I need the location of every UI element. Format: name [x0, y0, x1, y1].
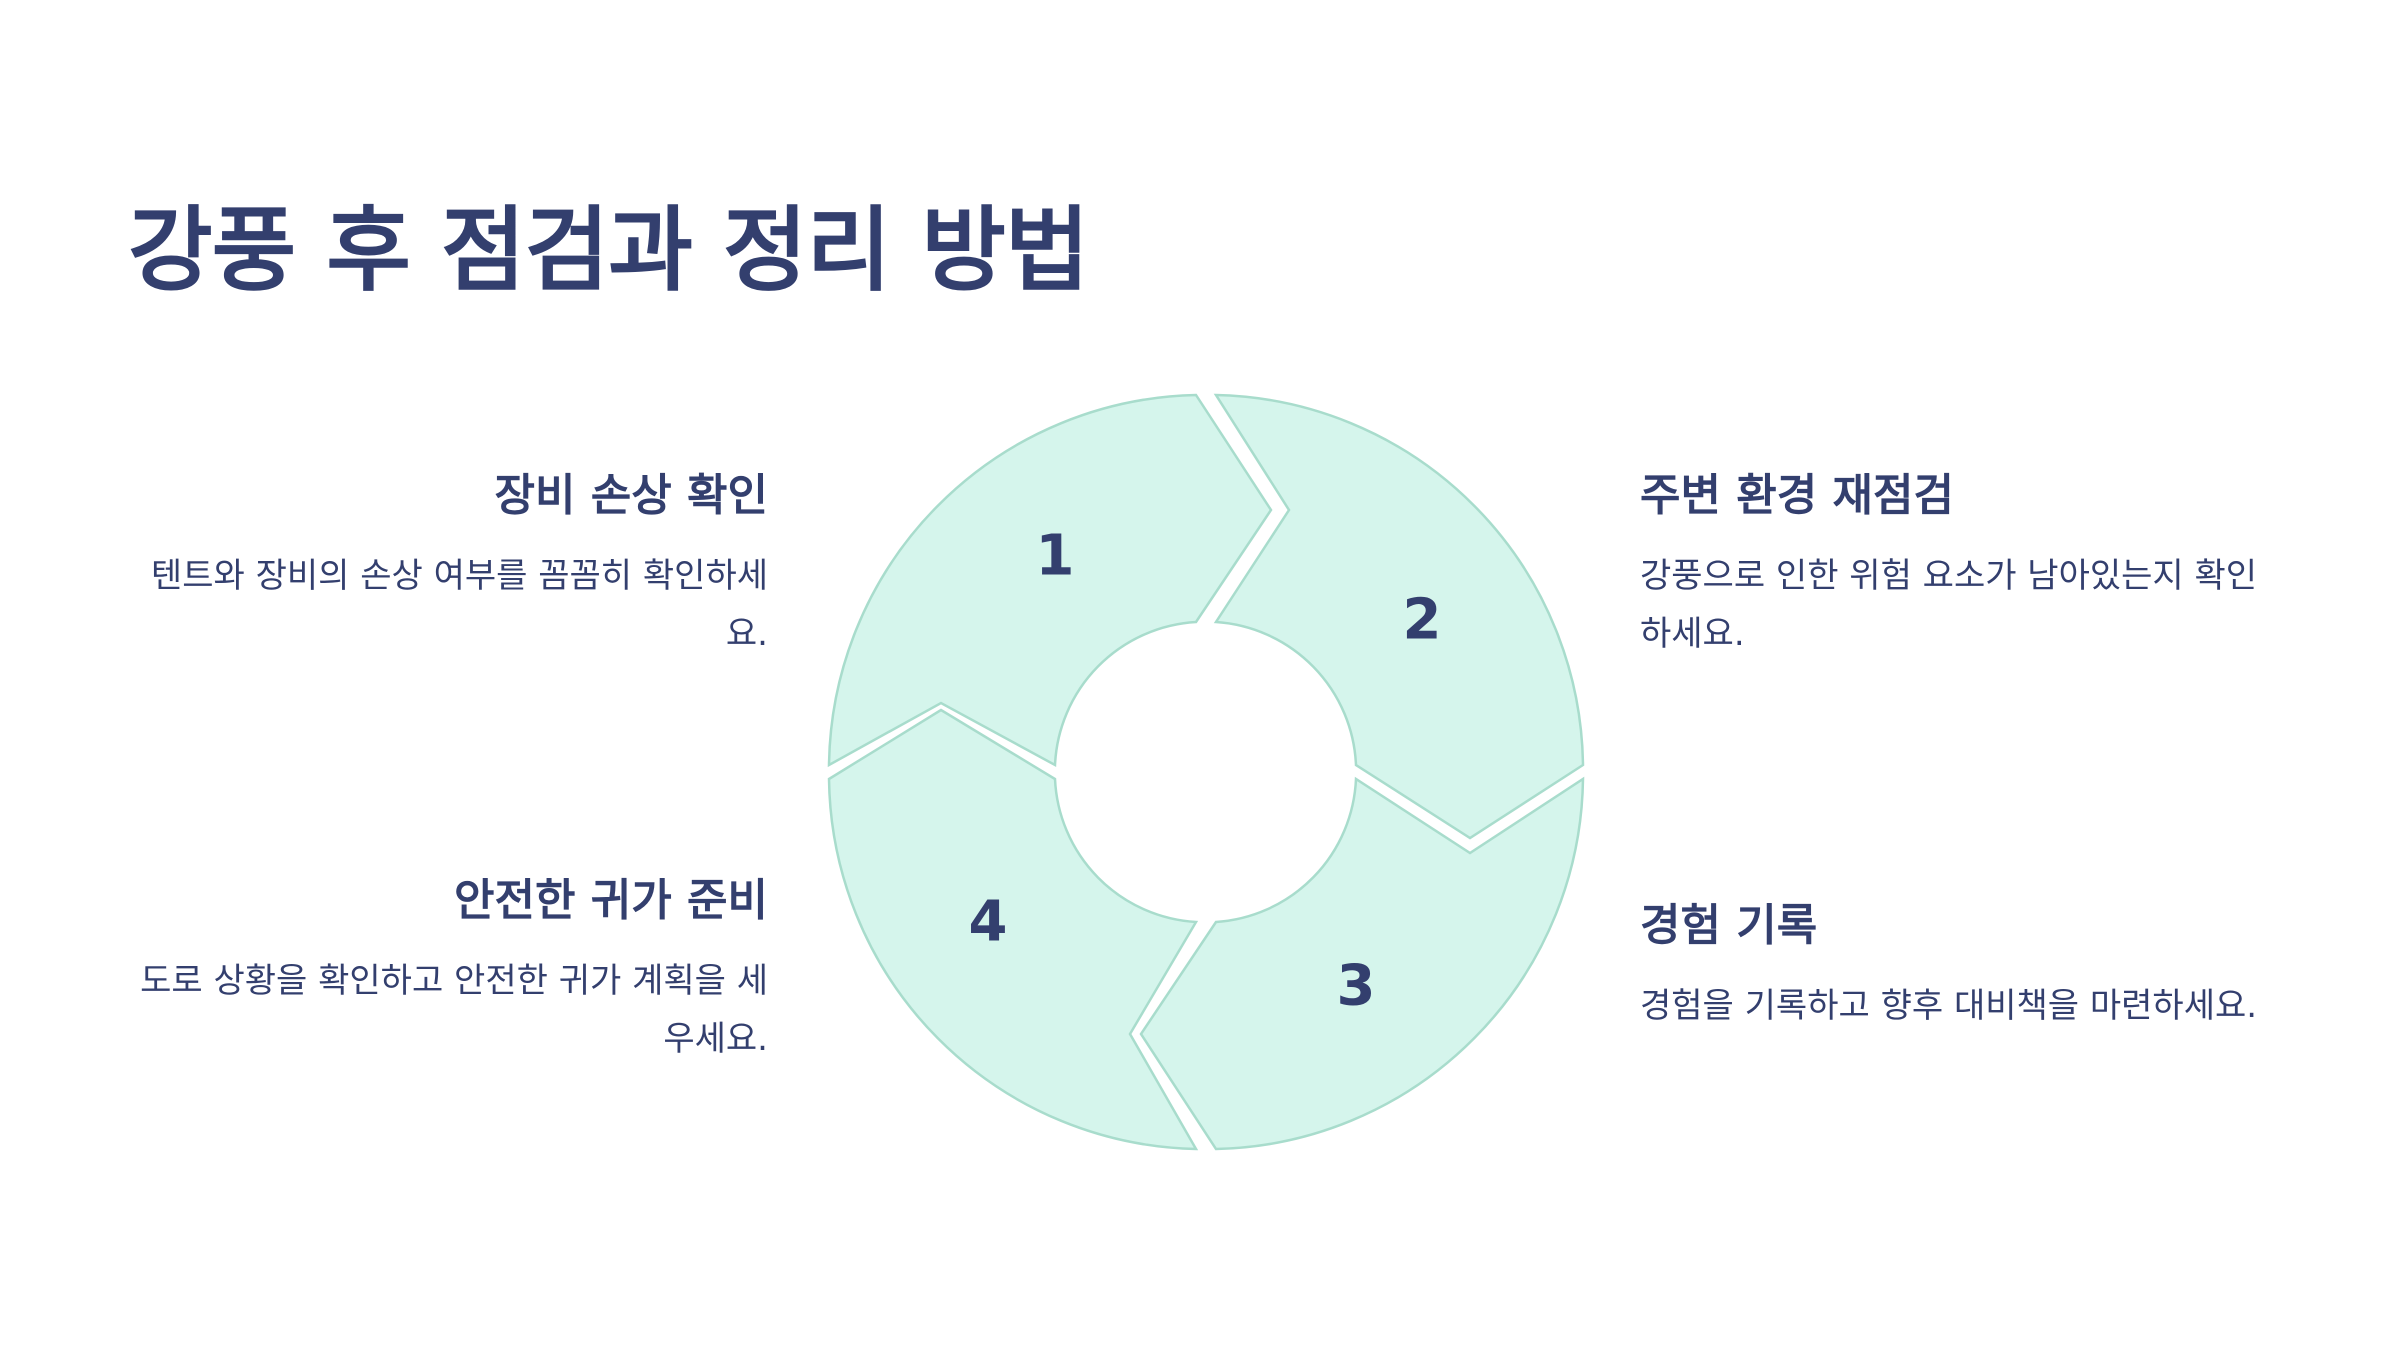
cycle-segment-2-number: 2	[1403, 588, 1442, 653]
cycle-segment-1: 1	[827, 393, 1273, 768]
step-1-description: 텐트와 장비의 손상 여부를 꼼꼼히 확인하세요.	[150, 555, 768, 654]
cycle-segment-4: 4	[827, 708, 1199, 1151]
cycle-segment-4-shape	[827, 708, 1199, 1151]
step-3-text: 경험 기록 경험을 기록하고 향후 대비책을 마련하세요.	[1640, 900, 2280, 1035]
cycle-segment-2: 2	[1213, 393, 1585, 840]
step-4-heading: 안전한 귀가 준비	[454, 875, 768, 926]
cycle-segment-1-number: 1	[1036, 524, 1075, 589]
step-1-text: 장비 손상 확인 텐트와 장비의 손상 여부를 꼼꼼히 확인하세요.	[128, 470, 768, 663]
cycle-segment-1-shape	[827, 393, 1273, 768]
step-2-description: 강풍으로 인한 위험 요소가 남아있는지 확인하세요.	[1640, 555, 2258, 654]
cycle-segment-3: 3	[1139, 776, 1585, 1151]
cycle-segment-4-number: 4	[969, 890, 1008, 955]
step-1-heading: 장비 손상 확인	[494, 470, 768, 521]
step-2-heading: 주변 환경 재점검	[1640, 470, 1954, 521]
step-3-heading: 경험 기록	[1640, 900, 1818, 951]
step-4-description: 도로 상황을 확인하고 안전한 귀가 계획을 세우세요.	[140, 960, 768, 1059]
cycle-segment-2-shape	[1213, 393, 1585, 840]
step-2-text: 주변 환경 재점검 강풍으로 인한 위험 요소가 남아있는지 확인하세요.	[1640, 470, 2280, 663]
page-title: 강풍 후 점검과 정리 방법	[128, 197, 1090, 304]
cycle-segment-3-shape	[1139, 776, 1585, 1151]
cycle-segment-3-number: 3	[1337, 954, 1376, 1019]
step-4-text: 안전한 귀가 준비 도로 상황을 확인하고 안전한 귀가 계획을 세우세요.	[128, 875, 768, 1068]
step-3-description: 경험을 기록하고 향후 대비책을 마련하세요.	[1640, 985, 2258, 1026]
